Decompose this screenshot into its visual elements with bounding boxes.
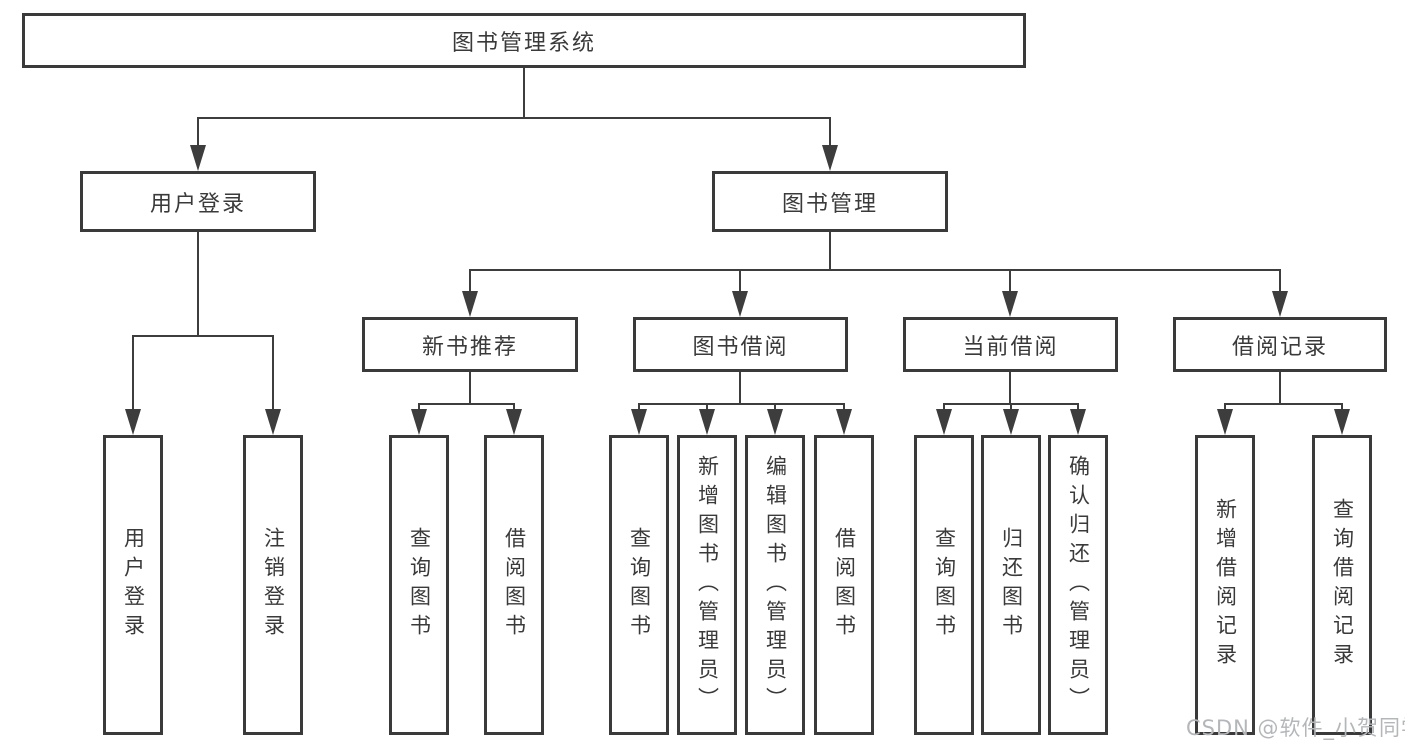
arrowhead-icon	[822, 145, 838, 171]
node-leaf-borrow-books-recommend: 借阅图书	[484, 435, 544, 735]
node-label: 查询图书	[627, 527, 652, 643]
arrowhead-icon	[1217, 409, 1233, 435]
node-label: 借阅图书	[832, 527, 857, 643]
node-borrowing-records: 借阅记录	[1173, 317, 1387, 372]
arrowhead-icon	[631, 409, 647, 435]
node-user-login-branch: 用户登录	[80, 171, 316, 232]
node-label: 新增借阅记录	[1213, 498, 1238, 672]
watermark: CSDN @软件_小贺同学	[1186, 716, 1405, 740]
node-leaf-user-login: 用户登录	[103, 435, 163, 735]
arrowhead-icon	[1070, 409, 1086, 435]
arrowhead-icon	[767, 409, 783, 435]
node-leaf-add-books-admin: 新增图书（管理员）	[677, 435, 737, 735]
arrowhead-icon	[1272, 291, 1288, 317]
node-label: 新增图书（管理员）	[695, 454, 720, 716]
arrowhead-icon	[1334, 409, 1350, 435]
arrowhead-icon	[1002, 291, 1018, 317]
node-label: 编辑图书（管理员）	[763, 454, 788, 716]
node-label: 当前借阅	[962, 334, 1059, 360]
node-label: 借阅记录	[1231, 334, 1328, 360]
node-library-management-system: 图书管理系统	[22, 13, 1026, 68]
node-label: 确认归还（管理员）	[1066, 454, 1091, 716]
node-new-book-recommendation: 新书推荐	[362, 317, 578, 372]
node-label: 查询图书	[932, 527, 957, 643]
arrowhead-icon	[1003, 409, 1019, 435]
node-leaf-add-borrow-record: 新增借阅记录	[1195, 435, 1255, 735]
node-leaf-confirm-return-admin: 确认归还（管理员）	[1048, 435, 1108, 735]
node-label: 图书借阅	[692, 334, 789, 360]
node-leaf-edit-books-admin: 编辑图书（管理员）	[745, 435, 805, 735]
node-label: 归还图书	[999, 527, 1024, 643]
node-leaf-logout: 注销登录	[243, 435, 303, 735]
node-label: 用户登录	[149, 191, 246, 217]
arrowhead-icon	[462, 291, 478, 317]
arrowhead-icon	[732, 291, 748, 317]
node-label: 借阅图书	[502, 527, 527, 643]
node-book-management-branch: 图书管理	[712, 171, 948, 232]
arrowhead-icon	[265, 409, 281, 435]
arrowhead-icon	[936, 409, 952, 435]
node-label: 注销登录	[261, 527, 286, 643]
arrowhead-icon	[411, 409, 427, 435]
node-label: 图书管理	[781, 191, 878, 217]
arrowhead-icon	[699, 409, 715, 435]
arrowhead-icon	[836, 409, 852, 435]
node-label: 图书管理系统	[451, 30, 596, 56]
node-label: 查询借阅记录	[1330, 498, 1355, 672]
node-current-borrowing: 当前借阅	[903, 317, 1118, 372]
node-leaf-query-books-recommend: 查询图书	[389, 435, 449, 735]
node-label: 新书推荐	[421, 334, 518, 360]
node-leaf-query-books-borrow: 查询图书	[609, 435, 669, 735]
arrowhead-icon	[190, 145, 206, 171]
node-leaf-borrow-books: 借阅图书	[814, 435, 874, 735]
node-leaf-query-books-current: 查询图书	[914, 435, 974, 735]
node-book-borrowing: 图书借阅	[633, 317, 848, 372]
arrowhead-icon	[125, 409, 141, 435]
node-leaf-query-borrow-record: 查询借阅记录	[1312, 435, 1372, 735]
node-label: 查询图书	[407, 527, 432, 643]
node-label: 用户登录	[121, 527, 146, 643]
node-leaf-return-books: 归还图书	[981, 435, 1041, 735]
arrowhead-icon	[506, 409, 522, 435]
